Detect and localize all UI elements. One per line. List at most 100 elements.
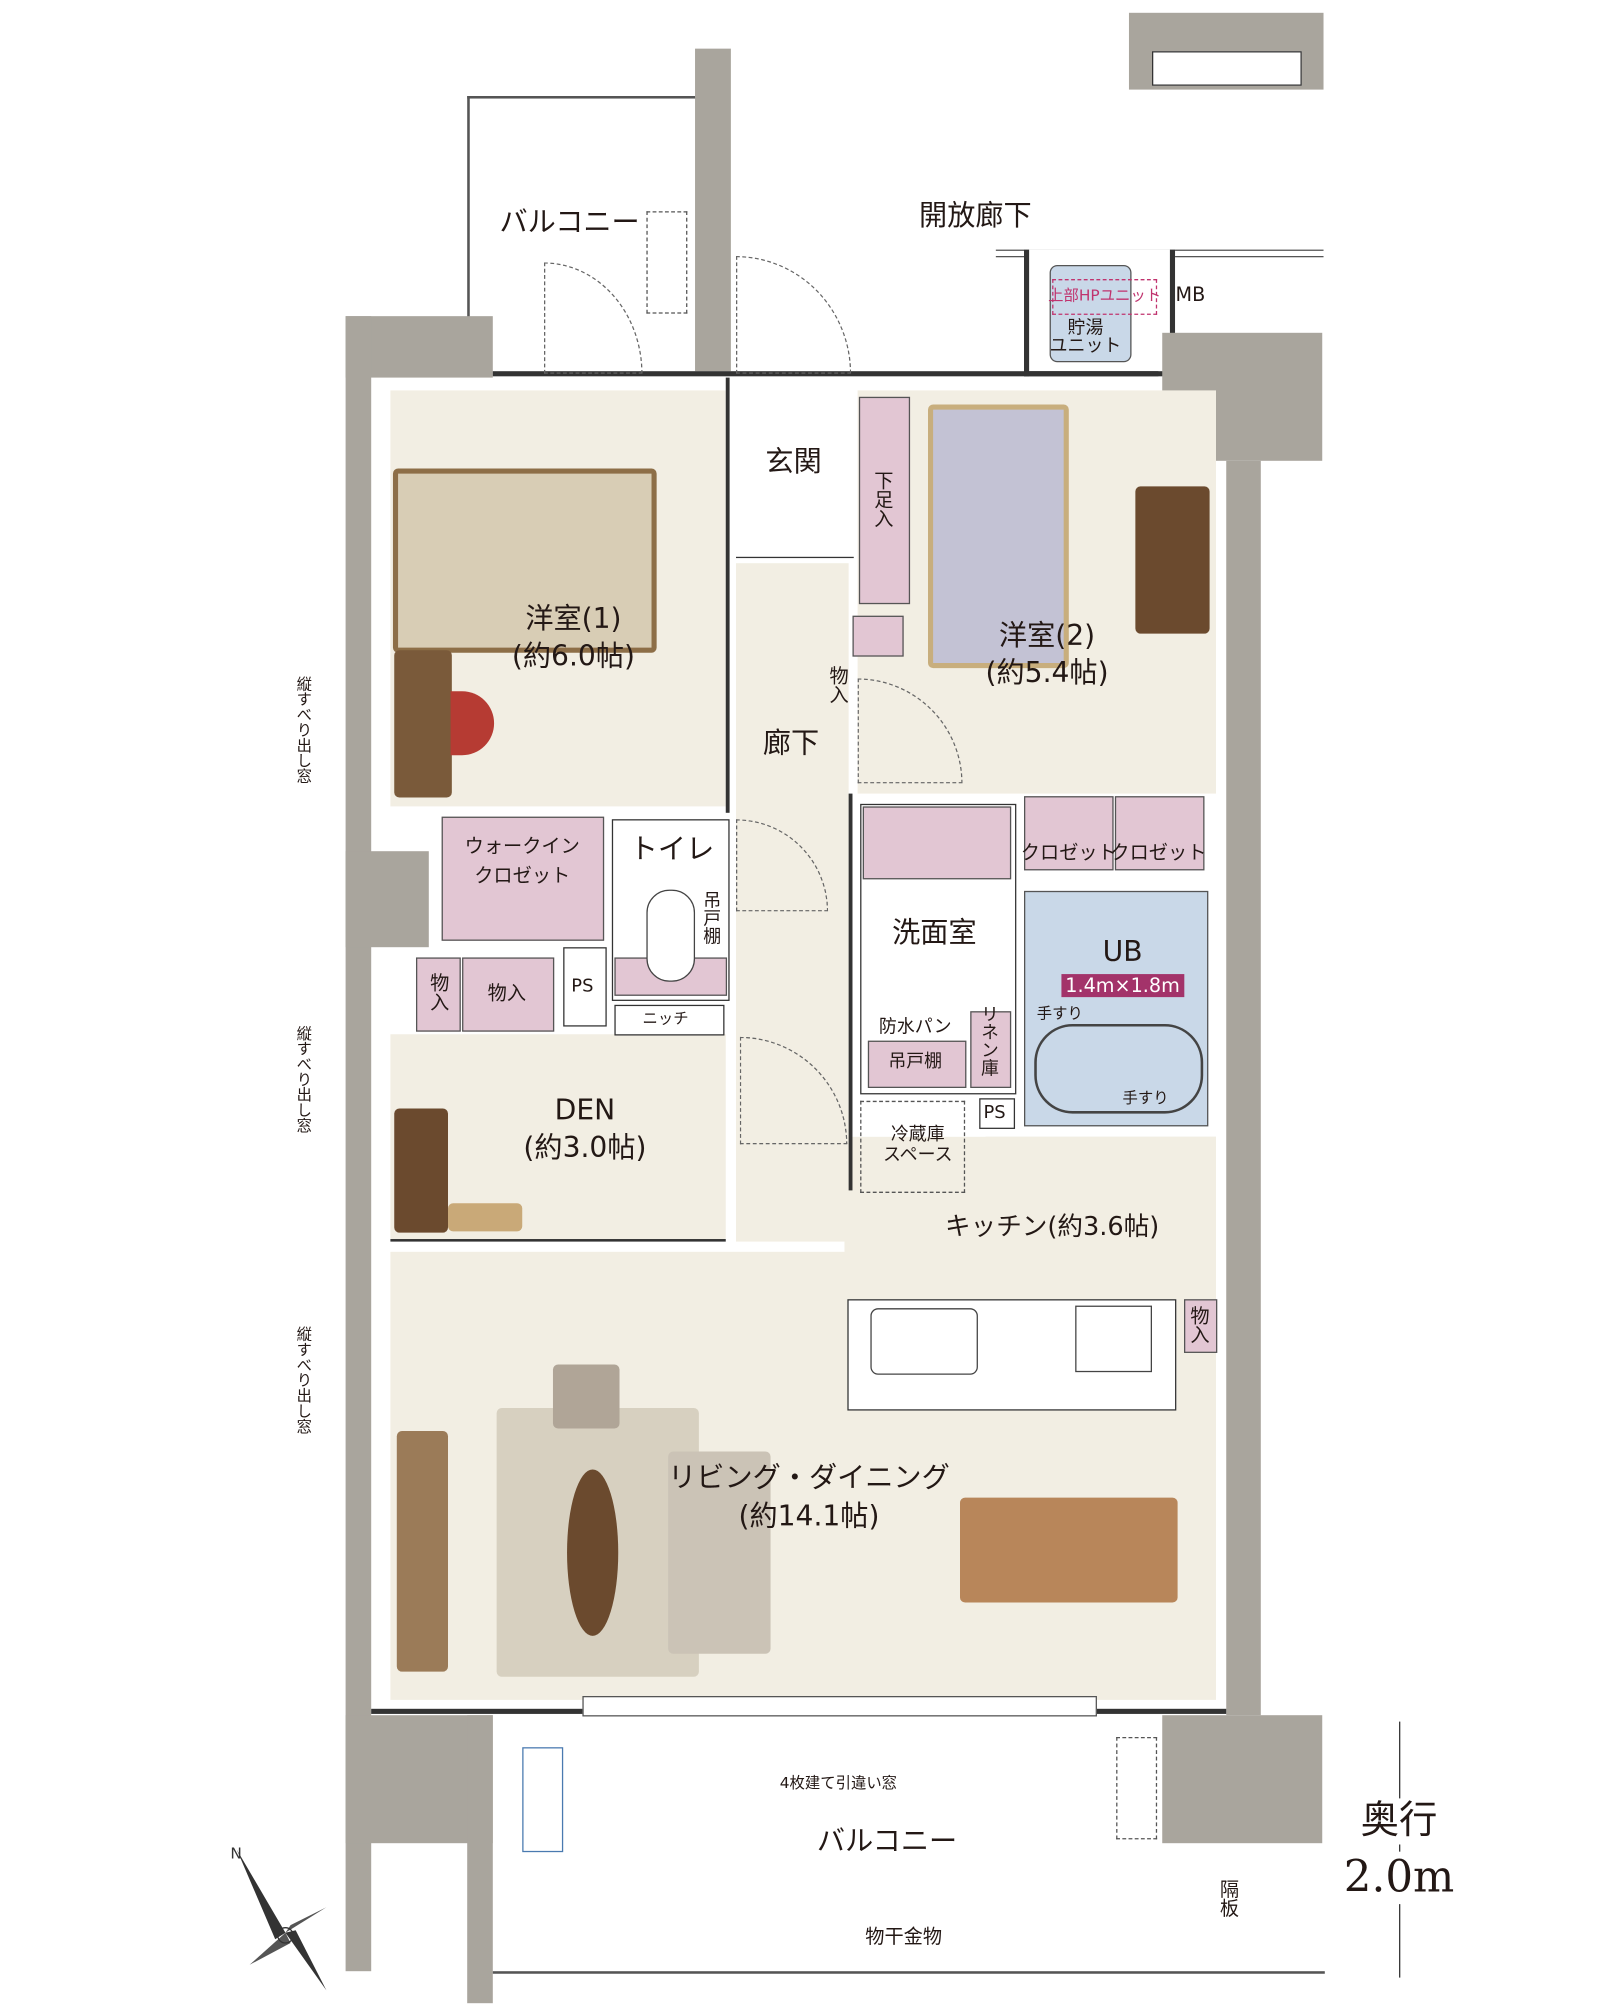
toilet-shelf-label: 吊戸棚 bbox=[700, 890, 722, 945]
balcony-top-label: バルコニー bbox=[499, 207, 640, 240]
hallway-label: 廊下 bbox=[762, 728, 820, 761]
armchair bbox=[552, 1364, 620, 1429]
closet-1 bbox=[1024, 796, 1114, 871]
water-heater-unit bbox=[1049, 264, 1132, 363]
water-unit-label: ユニット bbox=[1049, 336, 1122, 357]
wash-shelf-label: 吊戸棚 bbox=[888, 1051, 943, 1073]
hp-unit-outline bbox=[1052, 279, 1158, 315]
aircon-outdoor-unit bbox=[522, 1747, 564, 1853]
western-room-2-label: 洋室(2) bbox=[998, 620, 1096, 653]
kitchen-label: キッチン(約3.6帖) bbox=[945, 1210, 1160, 1242]
den-desk bbox=[394, 1108, 448, 1233]
walkin-closet-label: クロゼット bbox=[474, 864, 571, 888]
living-size: (約14.1帖) bbox=[738, 1501, 880, 1534]
left-wall bbox=[345, 316, 372, 1972]
western-room-1-size: (約6.0帖) bbox=[511, 641, 635, 674]
partition bbox=[390, 1239, 726, 1242]
bath-label: UB bbox=[1102, 936, 1143, 969]
svg-text:N: N bbox=[230, 1845, 242, 1863]
ps-kitchen-label: PS bbox=[983, 1102, 1006, 1124]
meter-box bbox=[1152, 51, 1302, 86]
depth-label: 奥行 bbox=[1360, 1798, 1438, 1845]
closet-2 bbox=[1114, 796, 1205, 871]
open-corridor-label: 開放廊下 bbox=[919, 200, 1032, 233]
sofa bbox=[668, 1451, 771, 1654]
fridge-space bbox=[860, 1100, 966, 1193]
den-size: (約3.0帖) bbox=[523, 1132, 647, 1165]
bookshelf bbox=[448, 1203, 523, 1232]
aircon-outdoor-unit bbox=[646, 211, 688, 314]
walkin-closet bbox=[441, 816, 605, 941]
den-storage-small bbox=[416, 957, 461, 1032]
top-outline bbox=[492, 371, 1159, 377]
wash-shelf bbox=[867, 1040, 967, 1088]
shoe-closet-label: 下足入 bbox=[871, 470, 895, 528]
kitchen-floor bbox=[985, 1136, 1216, 1255]
linen-label: リネン庫 bbox=[978, 1004, 999, 1077]
compass-icon: N bbox=[230, 1845, 327, 1991]
entrance bbox=[736, 377, 854, 559]
tv-board bbox=[396, 1431, 448, 1672]
sink bbox=[870, 1308, 978, 1375]
den-label: DEN bbox=[554, 1095, 616, 1128]
partition bbox=[848, 793, 853, 1191]
dining-table bbox=[960, 1497, 1178, 1603]
ps-den-label: PS bbox=[571, 976, 594, 997]
side-window-label: 縦すべり出し窓 bbox=[294, 1326, 313, 1434]
dimension-line bbox=[1399, 1721, 1401, 1978]
right-wall bbox=[1226, 460, 1261, 1716]
entrance-storage-label: 物入 bbox=[826, 665, 850, 704]
den-storage-small-label: 物入 bbox=[427, 972, 451, 1012]
aircon-outdoor-unit bbox=[1116, 1736, 1158, 1840]
desk-1 bbox=[394, 650, 452, 798]
living-label: リビング・ダイニング bbox=[668, 1462, 950, 1495]
left-wall-pier bbox=[345, 851, 429, 948]
entrance-label: 玄関 bbox=[765, 446, 822, 479]
closet-label: クロゼット bbox=[1020, 840, 1117, 864]
closet-label: クロゼット bbox=[1110, 840, 1207, 864]
den-storage-label: 物入 bbox=[487, 981, 527, 1005]
laundry-hanger-label: 物干金物 bbox=[865, 1925, 943, 1949]
depth-value: 2.0m bbox=[1343, 1851, 1455, 1904]
washbasin-counter bbox=[862, 806, 1012, 880]
entrance-door bbox=[736, 256, 852, 374]
washroom-label: 洗面室 bbox=[892, 917, 977, 950]
water-unit-label: 貯湯 bbox=[1067, 318, 1104, 339]
western-room-1-label: 洋室(1) bbox=[525, 603, 622, 636]
double-bed bbox=[392, 468, 657, 653]
kitchen-storage bbox=[1184, 1299, 1218, 1353]
ps-den bbox=[563, 947, 607, 1027]
desk-2 bbox=[1135, 486, 1210, 634]
toilet-label: トイレ bbox=[629, 834, 715, 867]
ps-kitchen bbox=[979, 1098, 1016, 1129]
washer-pan-label: 防水パン bbox=[878, 1017, 952, 1038]
fridge-label: スペース bbox=[882, 1145, 953, 1166]
bath-size-badge: 1.4m×1.8m bbox=[1061, 974, 1184, 998]
niche bbox=[614, 1004, 725, 1036]
partition bbox=[725, 377, 730, 813]
bottom-left-wall bbox=[467, 1715, 493, 2004]
stove bbox=[1075, 1305, 1152, 1373]
handrail-label: 手すり bbox=[1122, 1089, 1169, 1107]
western-room-2-size: (約5.4帖) bbox=[985, 657, 1109, 690]
balcony-bottom bbox=[492, 1843, 1325, 1974]
wall bbox=[695, 48, 731, 372]
handrail-label: 手すり bbox=[1036, 1004, 1083, 1023]
bathtub bbox=[1034, 1024, 1204, 1114]
entrance-storage bbox=[852, 615, 904, 657]
kitchen-storage-label: 物入 bbox=[1187, 1305, 1211, 1344]
side-window-label: 縦すべり出し窓 bbox=[294, 1025, 313, 1133]
coffee-table bbox=[567, 1469, 619, 1636]
hp-unit-label: 上部HPユニット bbox=[1048, 286, 1162, 305]
single-bed bbox=[928, 404, 1069, 669]
partition-label: 隔板 bbox=[1217, 1879, 1241, 1918]
walkin-closet-label: ウォークイン bbox=[464, 834, 580, 858]
den-storage bbox=[462, 957, 555, 1032]
sliding-window bbox=[582, 1696, 1097, 1717]
side-window-label: 縦すべり出し窓 bbox=[294, 675, 313, 784]
sliding-window-label: 4枚建て引違い窓 bbox=[779, 1773, 898, 1792]
niche-label: ニッチ bbox=[642, 1009, 689, 1028]
linen-storage bbox=[970, 1011, 1012, 1088]
top-balcony bbox=[467, 96, 701, 374]
